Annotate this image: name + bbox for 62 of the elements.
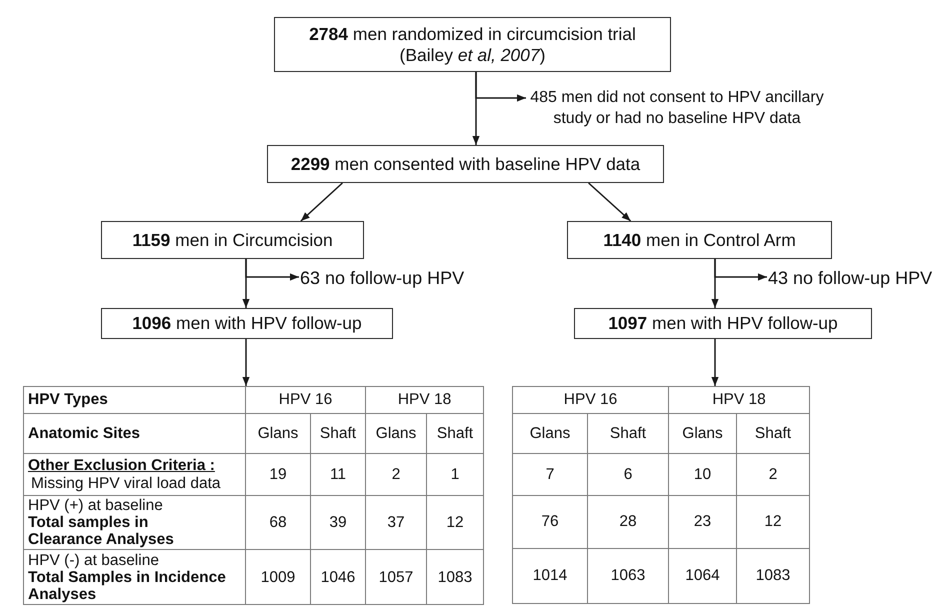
arrow [588, 182, 632, 222]
data-value: 23 [694, 513, 712, 531]
row-heading: HPV Types [28, 391, 108, 409]
data-table [23, 386, 484, 606]
data-value: 68 [269, 514, 287, 532]
column-heading: Glans [376, 424, 416, 442]
data-value: 39 [329, 514, 347, 532]
data-value: 11 [330, 466, 346, 484]
data-value: 1083 [756, 567, 790, 585]
data-value: 28 [619, 513, 637, 531]
process-box: 1159 men in Circumcision [101, 221, 364, 259]
arrow [300, 182, 343, 222]
column-heading: Shaft [610, 424, 646, 442]
data-value: 12 [446, 514, 464, 532]
data-value: 19 [269, 466, 287, 484]
column-heading: HPV 18 [398, 391, 452, 409]
row-heading: Anatomic Sites [28, 424, 140, 442]
process-box: 1140 men in Control Arm [567, 221, 832, 259]
data-value: 2 [768, 466, 778, 484]
process-box: 2299 men consented with baseline HPV data [267, 145, 664, 183]
data-value: 1046 [320, 568, 356, 586]
column-heading: HPV 16 [278, 391, 332, 409]
data-value: 1064 [685, 567, 720, 585]
arrow [711, 339, 719, 386]
row-heading: Total samples in Clearance Analyses [28, 514, 175, 548]
row-heading: Total Samples in Incidence Analyses [28, 568, 227, 603]
column-heading: Shaft [754, 424, 792, 442]
data-value: 1009 [260, 568, 296, 586]
side-note: 485 men did not consent to HPV ancillary study or had no baseline HPV data [527, 88, 827, 130]
process-box: 2784 men randomized in circumcision trial (Bailey et al, 2007) [274, 17, 671, 72]
side-note: 63 no follow-up HPV [300, 267, 464, 290]
arrow [711, 259, 719, 308]
arrow [242, 259, 250, 308]
column-heading: HPV 18 [712, 391, 766, 409]
data-value: 1057 [378, 568, 414, 586]
process-box: 1096 men with HPV follow-up [101, 308, 393, 339]
arrow [242, 339, 250, 386]
data-value: 7 [546, 466, 554, 484]
data-value: 76 [541, 513, 559, 531]
data-value: 37 [387, 514, 405, 532]
side-note: 43 no follow-up HPV [768, 267, 932, 290]
column-heading: Glans [530, 424, 570, 442]
column-heading: HPV 16 [564, 391, 618, 409]
data-value: 1014 [532, 567, 568, 585]
column-heading: Shaft [436, 424, 474, 442]
data-value: 6 [624, 466, 632, 484]
data-value: 2 [392, 466, 400, 484]
data-value: 1083 [438, 568, 472, 586]
row-heading: HPV (+) at baseline [28, 497, 163, 514]
arrow [472, 72, 480, 145]
row-heading: HPV (-) at baseline [28, 552, 159, 569]
data-value: 12 [764, 513, 782, 531]
data-value: 1 [450, 466, 460, 484]
data-value: 1063 [610, 567, 646, 585]
row-heading: Other Exclusion Criteria : [28, 457, 215, 474]
column-heading: Shaft [320, 424, 356, 442]
row-heading: Missing HPV viral load data [31, 474, 221, 492]
data-table [512, 386, 810, 604]
process-box: 1097 men with HPV follow-up [574, 308, 872, 339]
data-value: 10 [694, 466, 712, 484]
column-heading: Glans [682, 424, 723, 442]
column-heading: Glans [258, 424, 298, 442]
